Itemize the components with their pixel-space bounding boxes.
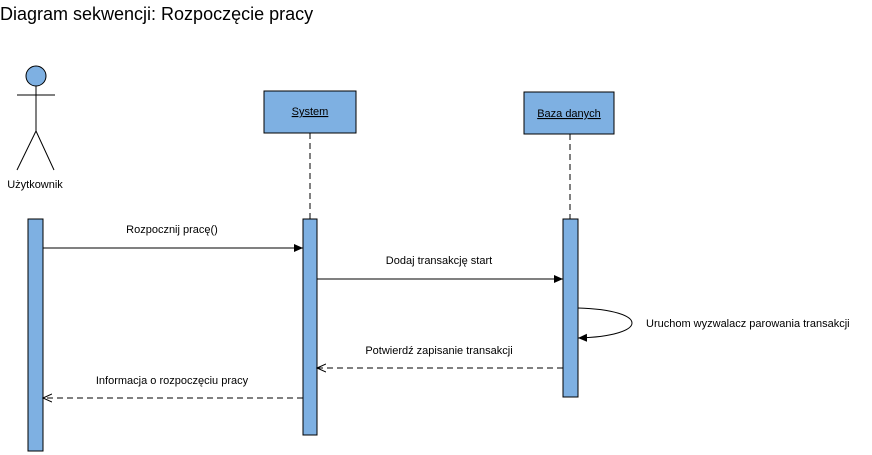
message-label: Dodaj transakcję start: [386, 255, 492, 267]
message-add-transaction: Dodaj transakcję start: [317, 255, 563, 283]
message-label: Rozpocznij pracę(): [126, 224, 218, 236]
message-label: Potwierdź zapisanie transakcji: [365, 345, 512, 357]
message-start-work: Rozpocznij pracę(): [43, 224, 303, 252]
message-start-info: Informacja o rozpoczęciu pracy: [43, 375, 303, 398]
stick-figure-icon: [16, 65, 55, 171]
activation-bar-database: [562, 218, 579, 398]
participant-database: Baza danych: [523, 91, 615, 219]
message-self-trigger: Uruchom wyzwalacz parowania transakcji: [577, 307, 850, 342]
activation-bar-system: [302, 218, 318, 436]
message-label: Informacja o rozpoczęciu pracy: [96, 375, 249, 387]
participant-system: System: [263, 90, 357, 219]
actor-label: Użytkownik: [7, 179, 63, 191]
participant-label: Baza danych: [537, 108, 601, 120]
message-confirm-save: Potwierdź zapisanie transakcji: [317, 345, 563, 368]
actor-user: Użytkownik: [7, 65, 63, 191]
participant-box: [263, 90, 357, 134]
participant-label: System: [292, 106, 329, 118]
message-label: Uruchom wyzwalacz parowania transakcji: [646, 318, 850, 330]
participant-box: [523, 91, 615, 135]
activation-bar-user: [27, 218, 44, 452]
page-title: Diagram sekwencji: Rozpoczęcie pracy: [0, 4, 314, 24]
